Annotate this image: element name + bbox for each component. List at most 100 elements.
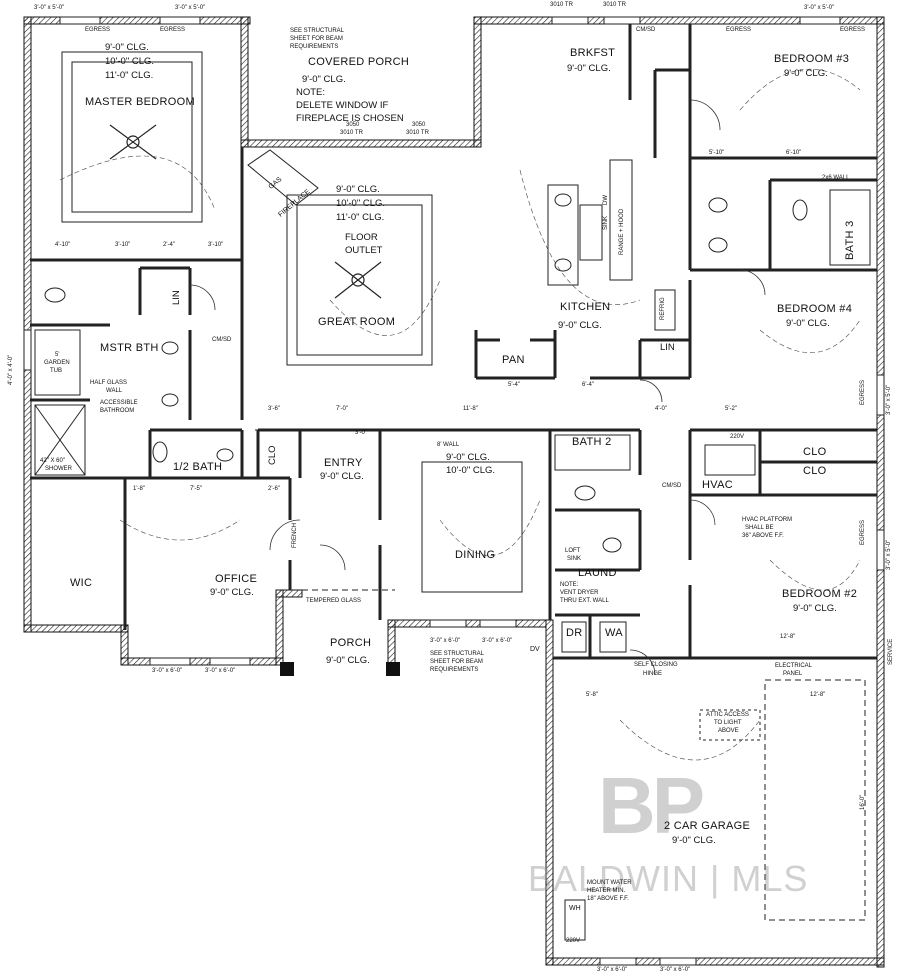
floor-outlet-1: FLOOR [345, 232, 378, 243]
dim-4-0: 4'-0" [655, 406, 667, 412]
closet-2-label: CLO [803, 465, 827, 477]
dim-bot-garage-1: 3'-0" x 6'-0" [597, 967, 628, 973]
dim-bot-office-2: 3'-0" x 6'-0" [205, 668, 236, 674]
garage-attic-1: ATTIC ACCESS [706, 712, 749, 718]
floor-outlet-2: OUTLET [345, 245, 383, 256]
great-room-label: GREAT ROOM [318, 316, 396, 328]
dim-6-4: 6'-4" [582, 382, 594, 388]
bedroom-3-label: BEDROOM #3 [774, 53, 850, 65]
egress-label-6: EGRESS [860, 519, 866, 545]
great-room-ceiling-3: 11'-0" CLG. [336, 212, 385, 223]
garage-hinge-2: HINGE [643, 671, 663, 677]
dim-top-left: 3'-0" x 5'-0" [34, 5, 65, 11]
water-heater-2: HEATER MIN. [587, 888, 626, 894]
garage-attic-3: ABOVE [718, 728, 739, 734]
laundry-note-2: VENT DRYER [560, 590, 599, 596]
laundry-note-1: NOTE: [560, 582, 579, 588]
half-glass-2: WALL [106, 388, 123, 394]
dining-ceiling-1: 9'-0" CLG. [446, 452, 490, 463]
covered-porch-ceiling: 9'-0" CLG. [302, 74, 346, 85]
great-room-ceiling-1: 9'-0" CLG. [336, 184, 380, 195]
garage-attic-2: TO LIGHT [714, 720, 742, 726]
dryer-vent-label: DV [530, 646, 540, 653]
egress-label-1: EGRESS [85, 27, 111, 33]
exterior-windows [23, 16, 885, 966]
dim-garage-12-8: 12'-8" [810, 692, 826, 698]
dim-11-8: 11'-8" [463, 406, 478, 412]
linen-label-master: LIN [171, 290, 182, 305]
porch-window-2: 3050 [412, 122, 426, 128]
shower-2: SHOWER [45, 466, 72, 472]
half-bath-label: 1/2 BATH [173, 461, 223, 473]
beam-note-bottom-3: REQUIREMENTS [430, 667, 479, 673]
cmsd-label-3: CM/SD [636, 27, 656, 33]
dim-top-right: 3'-0" x 5'-0" [804, 5, 835, 11]
master-bedroom-ceiling-3: 11'-0" CLG. [105, 70, 154, 81]
kitchen-label: KITCHEN [560, 301, 611, 313]
egress-label-4: EGRESS [840, 27, 866, 33]
dim-2-4: 2'-4" [163, 242, 175, 248]
dim-1-8: 1'-8" [133, 486, 145, 492]
bath-2-label: BATH 2 [572, 436, 612, 448]
beam-note-top-2: SHEET FOR BEAM [290, 36, 343, 42]
bedroom-2-label: BEDROOM #2 [782, 588, 858, 600]
ceiling-fan-icon [109, 124, 382, 299]
master-bedroom-ceiling-1: 9'-0" CLG. [105, 42, 149, 53]
dining-label: DINING [455, 549, 496, 561]
pantry-label: PAN [502, 354, 525, 366]
garage-hinge-1: SELF CLOSING [634, 662, 678, 668]
office-label: OFFICE [215, 573, 258, 585]
dim-3-0: 3'-0" [355, 430, 367, 436]
office-french: FRENCH [292, 523, 298, 548]
hvac-label: HVAC [702, 479, 733, 491]
dim-bot-garage-2: 3'-0" x 6'-0" [660, 967, 691, 973]
door-swings [189, 99, 766, 676]
dim-bot-office-1: 3'-0" x 6'-0" [152, 668, 183, 674]
garden-tub-3: TUB [50, 368, 62, 374]
dim-top-r1: 3010 TR [550, 2, 573, 8]
kitchen-ceiling: 9'-0" CLG. [558, 320, 602, 331]
porch-tr-1: 3010 TR [340, 130, 363, 136]
dim-7-5: 7'-5" [190, 486, 202, 492]
bath-3-label: BATH 3 [844, 220, 856, 261]
porch-tr-2: 3010 TR [406, 130, 429, 136]
dim-bot-dining-1: 3'-0" x 6'-0" [430, 638, 461, 644]
watermark-text: BALDWIN | MLS [528, 858, 809, 899]
dim-4-10: 4'-10" [55, 242, 71, 248]
washer-label: WA [605, 627, 623, 639]
porch-ceiling: 9'-0" CLG. [326, 655, 370, 666]
garage-220v: 220V [566, 938, 581, 944]
garden-tub-2: GARDEN [44, 360, 70, 366]
kitchen-dw: DW [603, 195, 609, 205]
bedroom-3-ceiling: 9'-0" CLG. [784, 68, 828, 79]
great-room-ceiling-2: 10'-0" CLG. [336, 198, 386, 209]
dim-7-0: 7'-0" [336, 406, 348, 412]
office-ceiling: 9'-0" CLG. [210, 587, 254, 598]
bedroom-4-ceiling: 9'-0" CLG. [786, 318, 830, 329]
master-bedroom-ceiling-2: 10'-0" CLG. [105, 56, 155, 67]
dim-3-10b: 3'-10" [208, 242, 224, 248]
electrical-runs [59, 68, 861, 761]
cmsd-label-2: CM/SD [662, 483, 682, 489]
covered-porch-note-1: NOTE: [296, 87, 326, 98]
water-heater-label: WH [569, 905, 581, 912]
dim-6-10: 6'-10" [786, 150, 802, 156]
bedroom-2-ceiling: 9'-0" CLG. [793, 603, 837, 614]
dim-3-6: 3'-6" [268, 406, 280, 412]
entry-label: ENTRY [324, 457, 363, 469]
garage-elec-1: ELECTRICAL [775, 663, 813, 669]
laundry-note-3: THRU EXT. WALL [560, 598, 609, 604]
water-heater-1: MOUNT WATER [587, 880, 632, 886]
loft-sink-2: SINK [567, 556, 582, 562]
dim-5-10: 5'-10" [709, 150, 725, 156]
dim-bed2-12-8: 12'-8" [780, 634, 796, 640]
garage-label: 2 CAR GARAGE [664, 820, 751, 832]
garage-elec-2: PANEL [783, 671, 803, 677]
dim-garage-5-8: 5'-8" [586, 692, 598, 698]
dim-3-10a: 3'-10" [115, 242, 131, 248]
brkfst-label: BRKFST [570, 47, 616, 59]
watermark-logo: BP [598, 761, 705, 850]
linen-label-kitchen: LIN [660, 342, 675, 353]
accessible-1: ACCESSIBLE [100, 400, 138, 406]
